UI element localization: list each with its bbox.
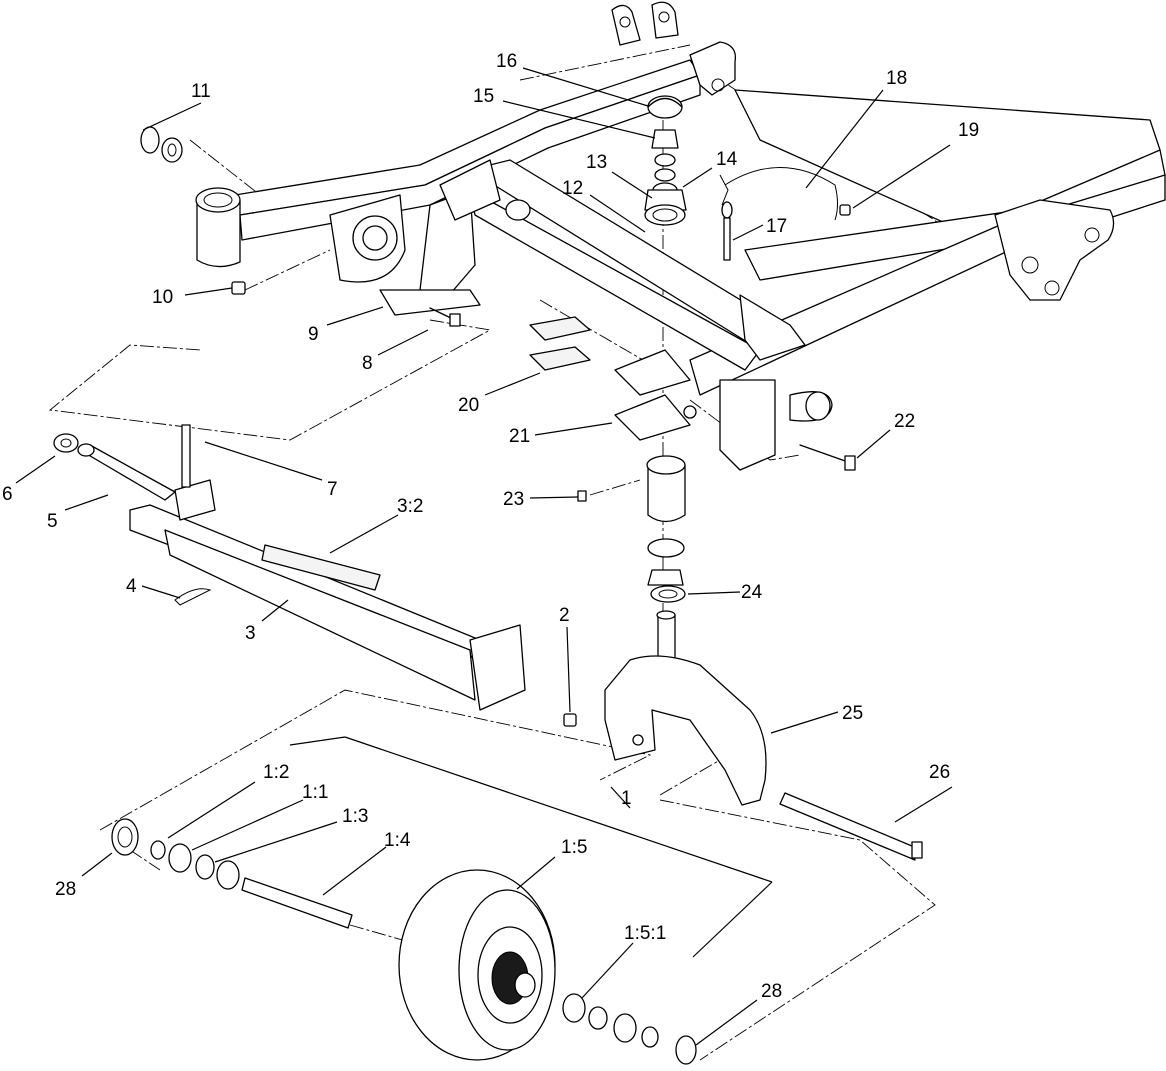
callout-26: 26 — [929, 762, 950, 783]
callout-9: 9 — [308, 324, 319, 345]
callout-17: 17 — [766, 216, 787, 237]
callout-5: 5 — [47, 511, 58, 532]
callout-1-1: 1:1 — [302, 782, 328, 803]
mower-frame — [234, 1, 1166, 471]
callout-1-2: 1:2 — [263, 762, 289, 783]
callout-28-right: 28 — [761, 981, 782, 1002]
callout-25: 25 — [842, 703, 863, 724]
callout-15: 15 — [473, 86, 494, 107]
callout-24: 24 — [741, 582, 763, 603]
callout-20: 20 — [458, 395, 479, 416]
wheel-assembly — [111, 792, 923, 1065]
callout-2: 2 — [559, 605, 570, 626]
callout-labels: 16 15 18 11 19 13 14 12 17 10 9 8 20 22 … — [2, 51, 979, 1002]
callout-18: 18 — [886, 68, 907, 89]
callout-6: 6 — [2, 484, 13, 505]
callout-7: 7 — [327, 479, 338, 500]
callout-14: 14 — [716, 149, 738, 170]
callout-22: 22 — [894, 411, 915, 432]
left-pivot-assembly — [195, 159, 531, 316]
caster-fork — [604, 610, 767, 806]
callout-3: 3 — [245, 623, 256, 644]
callout-19: 19 — [958, 120, 979, 141]
callout-21: 21 — [509, 426, 530, 447]
callout-1-5: 1:5 — [561, 837, 587, 858]
callout-10: 10 — [152, 287, 173, 308]
callout-12: 12 — [562, 178, 583, 199]
callout-28-left: 28 — [55, 879, 76, 900]
callout-11: 11 — [191, 81, 211, 102]
callout-1-4: 1:4 — [384, 830, 411, 851]
callout-13: 13 — [586, 152, 607, 173]
leader-lines — [15, 67, 953, 1046]
caster-arm — [53, 424, 526, 711]
callout-1: 1 — [621, 788, 632, 809]
callout-1-5-1: 1:5:1 — [624, 923, 666, 944]
callout-1-3: 1:3 — [342, 806, 368, 827]
callout-16: 16 — [496, 51, 517, 72]
callout-3-2: 3:2 — [397, 496, 423, 517]
callout-4: 4 — [126, 576, 137, 597]
hardware — [140, 95, 856, 727]
callout-8: 8 — [362, 353, 373, 374]
callout-23: 23 — [503, 489, 524, 510]
